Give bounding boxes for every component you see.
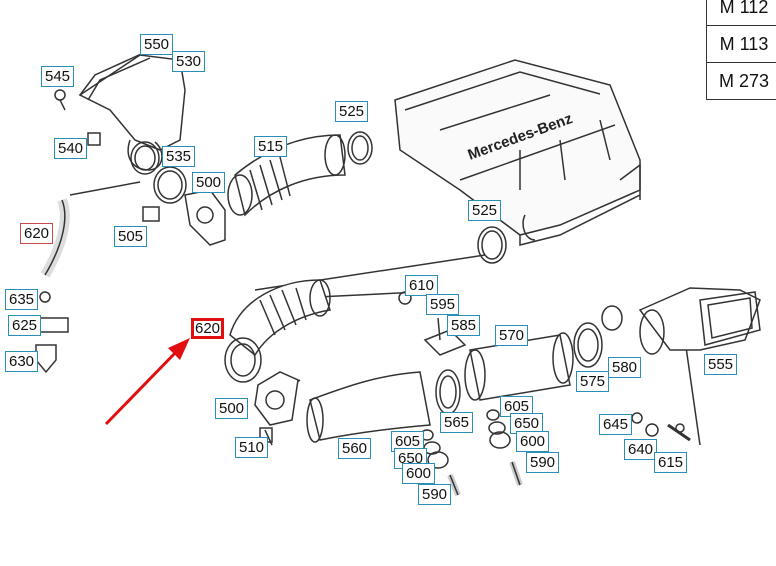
intake-hose-520 bbox=[224, 279, 331, 383]
part-label-535[interactable]: 535 bbox=[162, 146, 196, 167]
part-label-570[interactable]: 570 bbox=[495, 325, 529, 346]
part-label-600[interactable]: 600 bbox=[402, 463, 436, 484]
part-label-525[interactable]: 525 bbox=[335, 101, 369, 122]
part-label-620-highlighted[interactable]: 620 bbox=[191, 318, 225, 339]
part-label-600[interactable]: 600 bbox=[516, 431, 550, 452]
part-label-645[interactable]: 645 bbox=[599, 414, 633, 435]
engine-row: M 273 bbox=[707, 62, 776, 99]
part-label-560[interactable]: 560 bbox=[338, 438, 372, 459]
part-label-525[interactable]: 525 bbox=[468, 200, 502, 221]
part-label-585[interactable]: 585 bbox=[447, 315, 481, 336]
engine-row: M 113 bbox=[707, 25, 776, 62]
part-label-565[interactable]: 565 bbox=[440, 412, 474, 433]
pipe-560 bbox=[306, 371, 431, 443]
pipe-570 bbox=[464, 332, 574, 401]
part-label-545[interactable]: 545 bbox=[41, 66, 75, 87]
part-label-555[interactable]: 555 bbox=[704, 354, 738, 375]
part-label-640[interactable]: 640 bbox=[624, 439, 658, 460]
engine-cover: Mercedes-Benz bbox=[394, 59, 641, 246]
engine-table: M 112 M 113 M 273 bbox=[706, 0, 776, 100]
part-label-550[interactable]: 550 bbox=[140, 34, 174, 55]
part-label-620[interactable]: 620 bbox=[20, 223, 54, 244]
part-label-625[interactable]: 625 bbox=[8, 315, 42, 336]
air-duct-530 bbox=[78, 49, 186, 171]
part-label-515[interactable]: 515 bbox=[254, 136, 288, 157]
pointer-arrow bbox=[104, 338, 190, 426]
part-label-510[interactable]: 510 bbox=[235, 437, 269, 458]
part-label-530[interactable]: 530 bbox=[172, 51, 206, 72]
part-label-650[interactable]: 650 bbox=[510, 413, 544, 434]
part-label-540[interactable]: 540 bbox=[54, 138, 88, 159]
part-label-595[interactable]: 595 bbox=[426, 294, 460, 315]
part-label-580[interactable]: 580 bbox=[608, 357, 642, 378]
air-duct-555 bbox=[638, 287, 761, 355]
part-label-500[interactable]: 500 bbox=[192, 172, 226, 193]
hose-515 bbox=[227, 134, 346, 217]
engine-row: M 112 bbox=[707, 0, 776, 25]
part-label-590[interactable]: 590 bbox=[418, 484, 452, 505]
part-label-615[interactable]: 615 bbox=[654, 452, 688, 473]
part-label-610[interactable]: 610 bbox=[405, 275, 439, 296]
part-label-630[interactable]: 630 bbox=[5, 351, 39, 372]
part-label-590[interactable]: 590 bbox=[526, 452, 560, 473]
part-label-505[interactable]: 505 bbox=[114, 226, 148, 247]
part-label-500[interactable]: 500 bbox=[215, 398, 249, 419]
part-label-635[interactable]: 635 bbox=[5, 289, 39, 310]
part-label-575[interactable]: 575 bbox=[576, 371, 610, 392]
